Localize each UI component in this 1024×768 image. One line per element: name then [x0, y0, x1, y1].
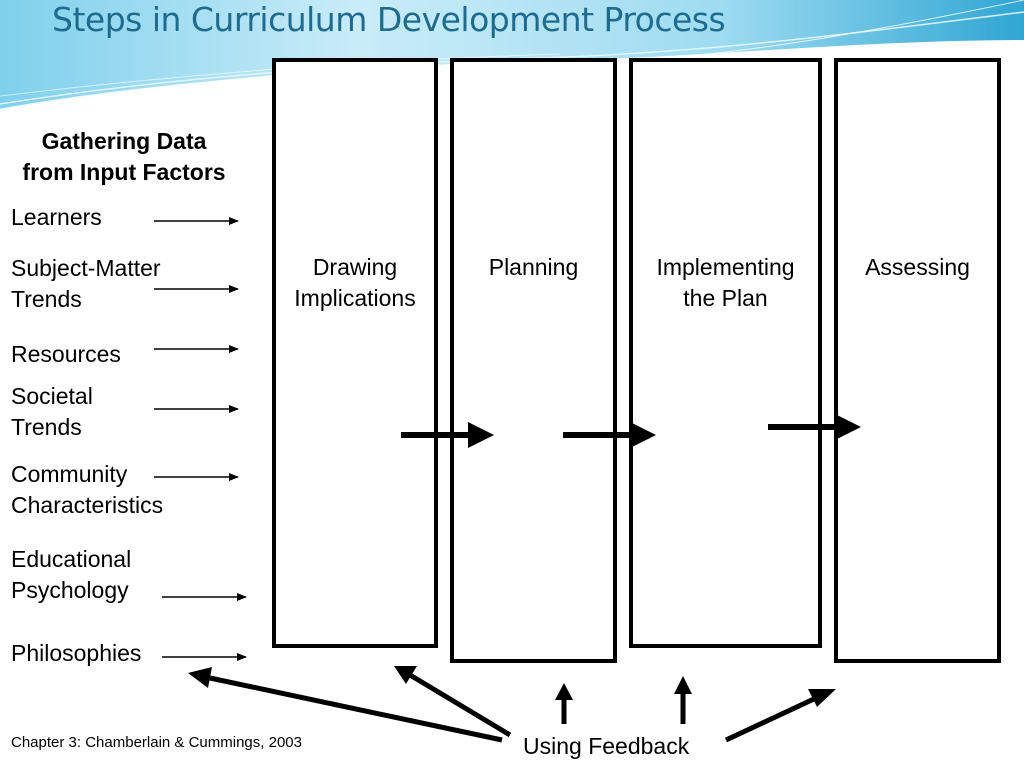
- flow-arrow-2: [563, 422, 656, 448]
- input-arrows: [154, 217, 247, 661]
- input-factor-societal: Societal Trends: [11, 383, 93, 440]
- stage-box-drawing-implications: Drawing Implications: [272, 58, 438, 648]
- slide-title: Steps in Curriculum Development Process: [52, 0, 726, 39]
- input-factor-subject-matter: Subject-Matter Trends: [11, 255, 161, 312]
- input-factor-learners: Learners: [11, 204, 102, 230]
- stage-label: Drawing Implications: [294, 254, 416, 311]
- stage-box-assessing: Assessing: [834, 58, 1001, 663]
- stage-label: Implementing the Plan: [656, 254, 795, 311]
- input-factors-heading: Gathering Data from Input Factors: [22, 128, 226, 185]
- feedback-arrow-to-assessing: [724, 689, 836, 743]
- stage-box-planning: Planning: [450, 58, 617, 663]
- feedback-arrow-to-drawing: [394, 666, 512, 738]
- using-feedback-label: Using Feedback: [523, 733, 690, 759]
- input-factor-community: Community Characteristics: [11, 461, 164, 518]
- stage-label: Assessing: [865, 254, 970, 280]
- flow-arrow-1: [401, 422, 494, 448]
- feedback-arrow-to-inputs: [188, 667, 503, 743]
- input-factor-resources: Resources: [11, 341, 121, 367]
- input-factor-philosophies: Philosophies: [11, 640, 142, 666]
- input-factor-educational-psychology: Educational Psychology: [11, 546, 132, 603]
- stage-box-implementing: Implementing the Plan: [629, 58, 822, 648]
- stage-label: Planning: [488, 254, 579, 280]
- flow-arrow-3: [768, 414, 861, 440]
- feedback-arrow-to-planning: [555, 683, 573, 724]
- feedback-arrow-to-implementing: [674, 676, 692, 724]
- citation: Chapter 3: Chamberlain & Cummings, 2003: [11, 734, 302, 751]
